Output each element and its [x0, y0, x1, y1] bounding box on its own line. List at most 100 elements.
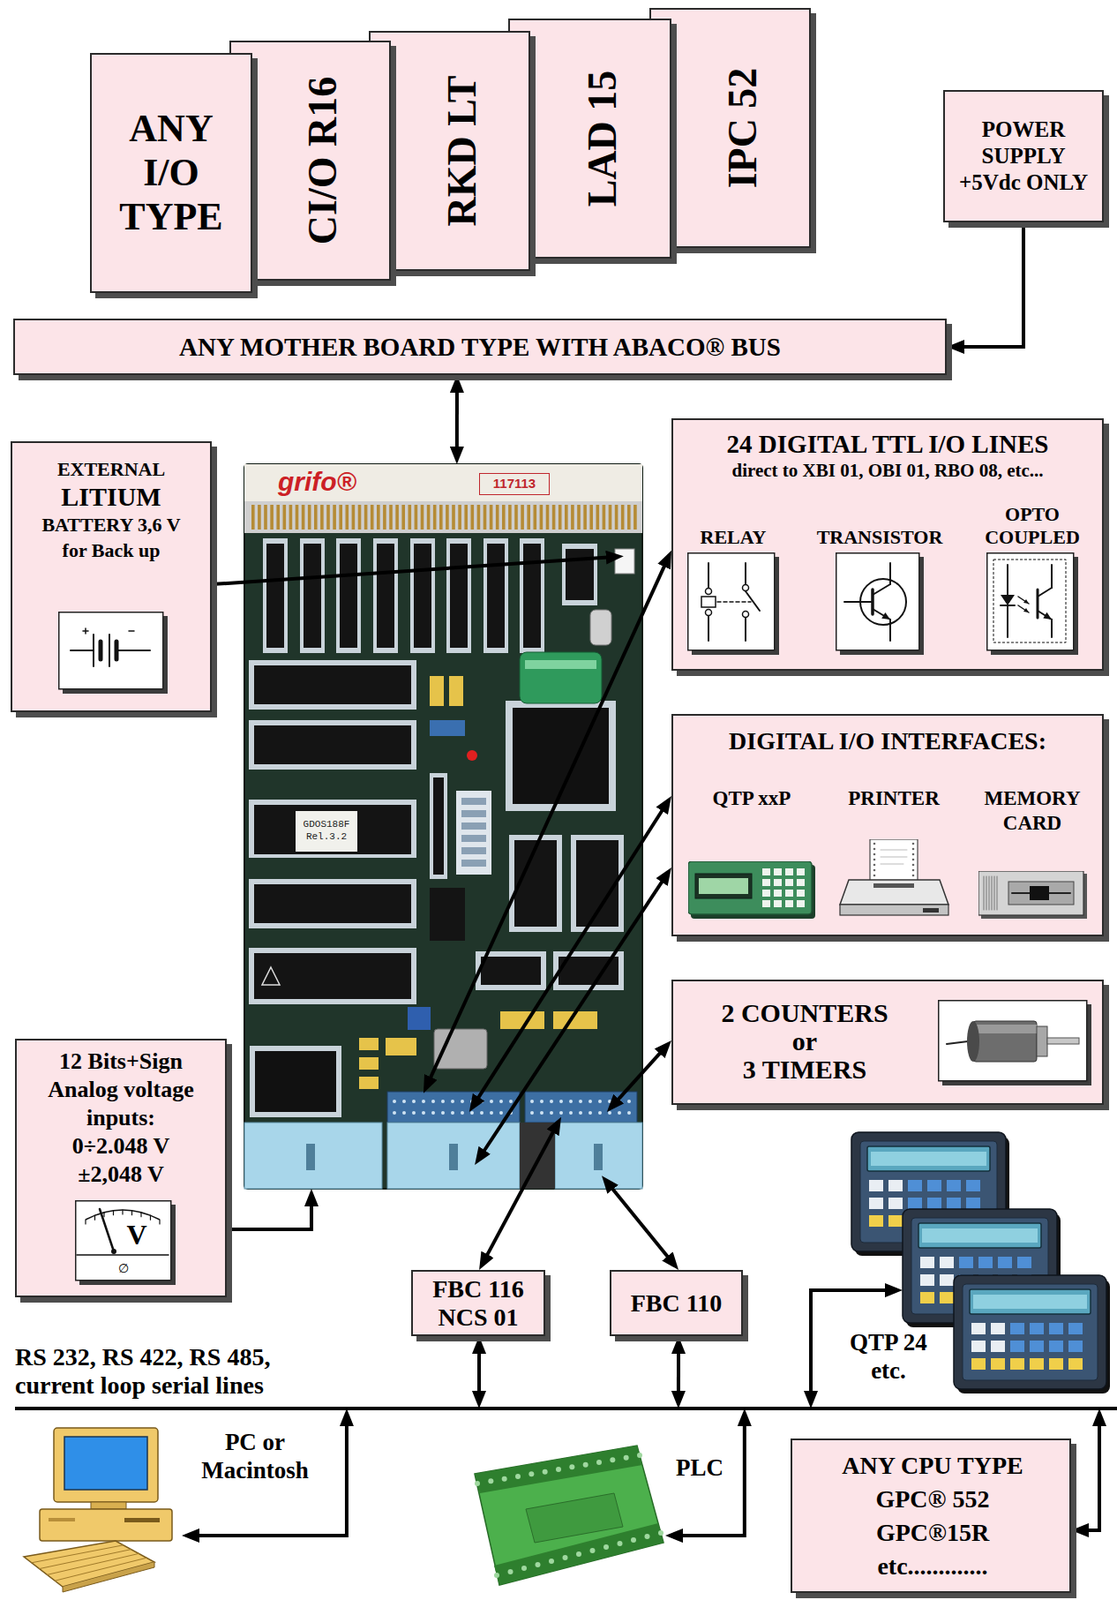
cpu-board-part	[429, 719, 465, 736]
cpu-board-part	[446, 538, 472, 653]
card-label: RKD LT	[439, 75, 486, 227]
cpu-board-part	[553, 951, 624, 990]
cpu-board-part	[483, 504, 488, 530]
battery-symbol-part	[108, 634, 111, 667]
cpu-board-part	[570, 504, 575, 530]
text-group: 12 Bits+Sign Analog voltage inputs:0÷2.0…	[22, 1047, 220, 1189]
cpu-board-part	[248, 947, 417, 1005]
cpu-board-part	[338, 504, 343, 530]
text-group: FBC 110	[616, 1289, 736, 1318]
memory-card-icon-part	[996, 876, 998, 910]
terminal-picture-part	[990, 1357, 1005, 1370]
cpu-board-part	[257, 504, 262, 530]
cpu-board-part	[303, 543, 322, 648]
terminal-picture-part	[990, 1340, 1005, 1352]
encoder-picture-part	[973, 1020, 1037, 1062]
terminal-icon	[688, 861, 816, 919]
voltmeter-icon-part	[99, 1208, 114, 1252]
cpu-board-part	[479, 1110, 484, 1115]
terminal-picture-part	[888, 1179, 903, 1192]
cpu-board-part	[487, 543, 505, 648]
printer-icon-part	[872, 853, 876, 856]
cpu-board-part	[471, 504, 475, 530]
cpu-board-part	[590, 609, 612, 645]
cpu-board-part	[461, 847, 487, 855]
cpu-board-part	[450, 1099, 455, 1103]
text-group: TRANSISTOR	[804, 525, 955, 549]
transistor-output: TRANSISTOR	[804, 494, 955, 655]
cpu-board-part	[596, 504, 600, 530]
terminal-picture-part	[1068, 1322, 1083, 1335]
cpu-board-part	[433, 777, 444, 875]
cpu-board-part	[289, 504, 293, 530]
terminal-icon-part	[796, 889, 805, 897]
text-group: 2 COUNTERSor3 TIMERS	[716, 998, 893, 1084]
text-group: grifo®	[277, 465, 384, 498]
relay-symbol-part	[744, 617, 747, 641]
terminal-icon-part	[785, 889, 794, 897]
cpu-board-part	[434, 1028, 488, 1069]
terminal-icon-part	[773, 868, 782, 876]
terminal-picture-part	[971, 1322, 986, 1335]
text-group: MEMORY CARD	[974, 786, 1090, 836]
cpu-board-part	[509, 1110, 513, 1115]
connector-arrow	[959, 222, 1024, 347]
node-label: 0÷2.048 V	[22, 1131, 220, 1161]
cpu-board-part	[539, 1099, 544, 1103]
cpu-board-part	[431, 1110, 435, 1115]
cpu-board-part	[499, 1099, 503, 1103]
cpu-board-part	[549, 1099, 554, 1103]
plc-module-part	[474, 1445, 664, 1585]
computer-picture-part	[48, 1517, 75, 1522]
memory-card-icon-part	[1008, 881, 1074, 905]
memory-card-icon-part	[978, 870, 1088, 919]
plc-module-part	[590, 1547, 596, 1553]
node-label: FBC 116 NCS 01	[418, 1274, 539, 1332]
cpu-board-part	[483, 538, 509, 653]
node-label: BATTERY 3,6 V	[17, 511, 205, 539]
relay-symbol-part	[688, 553, 780, 655]
relay-symbol-part	[688, 553, 775, 651]
plc-module-part	[474, 1445, 643, 1493]
terminal-picture-part	[907, 1179, 923, 1192]
memory-card-icon-part	[1029, 885, 1050, 900]
cpu-board-part	[570, 834, 624, 932]
io-card: IPC 52	[649, 7, 811, 248]
cpu-board-part	[502, 504, 506, 530]
plc-module-part	[623, 1454, 630, 1461]
cpu-board-part	[617, 1110, 622, 1115]
transistor-symbol-part	[844, 600, 873, 603]
cpu-board-part	[530, 1110, 534, 1115]
cpu-board-part	[392, 1099, 397, 1103]
node-label: PRINTER	[832, 786, 956, 811]
terminal-icon-part	[698, 877, 749, 894]
cpu-board-part	[539, 504, 544, 530]
relay-symbol-part	[705, 588, 713, 595]
cpu-board-part	[352, 504, 356, 530]
transistor-symbol-part	[872, 608, 891, 620]
printer-icon-part	[911, 874, 915, 878]
terminal-icon-part	[796, 868, 805, 876]
relay-output: RELAY	[680, 494, 787, 655]
cpu-board-part	[514, 839, 557, 927]
battery-symbol-part	[59, 612, 164, 690]
node-label: ±2,048 V	[22, 1160, 220, 1189]
cpu-board-part	[251, 504, 255, 530]
fbc-box: FBC 116 NCS 01	[411, 1269, 546, 1336]
plc-module	[464, 1438, 666, 1593]
terminal-picture-part	[922, 1228, 1038, 1243]
cpu-board-part	[431, 1099, 435, 1103]
cpu-board-part	[608, 504, 613, 530]
cpu-box: ANY CPU TYPEGPC® 552GPC®15Retc..........…	[790, 1438, 1072, 1593]
cpu-board-part	[598, 1099, 602, 1103]
cpu-board-part	[449, 675, 464, 706]
card-label: ANY I/O TYPE	[104, 106, 238, 240]
plc-module-part	[562, 1554, 569, 1560]
printer-icon-part	[872, 863, 876, 867]
battery-symbol-part	[70, 649, 94, 652]
printer-icon-part	[872, 842, 876, 846]
plc-module-part	[525, 1492, 623, 1543]
cpu-board-part	[477, 504, 481, 530]
text-group: IPC 52	[719, 67, 766, 189]
plc-module-part	[658, 1529, 664, 1536]
